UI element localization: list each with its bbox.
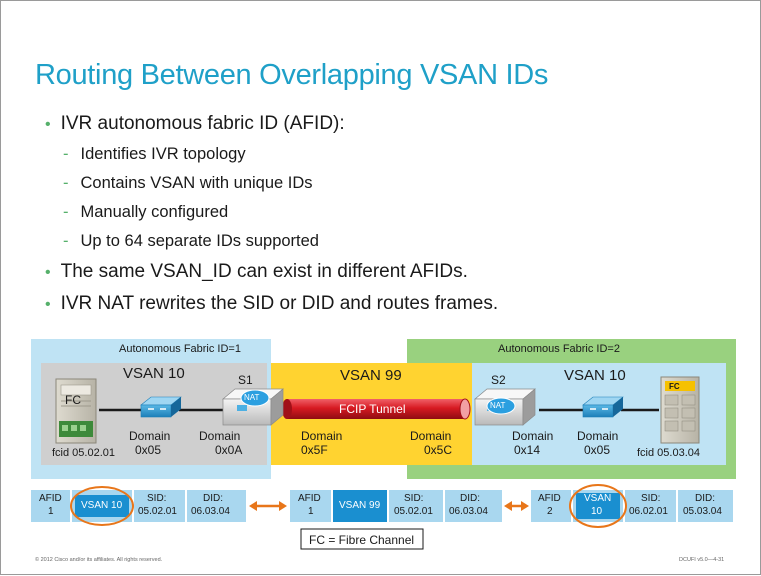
domain-label: Domain [301,429,343,443]
bullet-dot-icon: • [45,296,51,313]
frame-afid-label: AFID [298,493,321,504]
sub-bullet-item: -Manually configured [63,203,228,222]
fc-label-left: FC [65,393,81,407]
afid1-label: Autonomous Fabric ID=1 [119,343,241,355]
frame-did: 05.03.04 [683,506,722,517]
dash-icon: - [63,203,69,221]
frame-did-label: DID: [695,493,715,504]
domain-id: 0x5F [301,443,328,457]
sub-bullet-item: -Contains VSAN with unique IDs [63,174,313,193]
nat-label-s2: NAT [490,401,506,410]
switch-s1-label: S1 [238,373,253,387]
frame-afid-label: AFID [538,493,561,504]
frame-sid-label: SID: [641,493,661,504]
bullet-item: • IVR NAT rewrites the SID or DID and rou… [45,293,498,315]
fc-switch-right-icon [582,396,624,418]
vsan-left-label: VSAN 10 [123,365,185,382]
sub-bullet-text: Contains VSAN with unique IDs [80,174,313,192]
domain-id: 0x0A [215,443,243,457]
domain-label: Domain [199,429,241,443]
domain-id: 0x5C [424,443,453,457]
domain-id: 0x05 [584,443,611,457]
frame-did: 06.03.04 [449,506,488,517]
domain-id: 0x14 [514,443,541,457]
sub-bullet-item: -Up to 64 separate IDs supported [63,232,319,251]
fcid-right: fcid 05.03.04 [637,447,700,459]
afid2-label: Autonomous Fabric ID=2 [498,343,620,355]
copyright-footer: © 2012 Cisco and/or its affiliates. All … [35,557,163,563]
bullet-item: • IVR autonomous fabric ID (AFID): [45,113,345,135]
frame-vsan: VSAN 10 [81,500,123,511]
domain-label: Domain [577,429,619,443]
frame-did-label: DID: [203,493,223,504]
domain-label: Domain [129,429,171,443]
dash-icon: - [63,174,69,192]
frame-vsan-id: 10 [591,506,603,517]
storage-right-icon [660,376,700,444]
frame-vsan: VSAN [584,493,612,504]
bullet-item: • The same VSAN_ID can exist in different… [45,261,468,283]
vsan-mid-label: VSAN 99 [340,367,402,384]
dash-icon: - [63,232,69,250]
sub-bullet-item: -Identifies IVR topology [63,145,246,164]
frame-vsan: VSAN 99 [339,500,381,511]
fc-switch-left-icon [140,396,182,418]
domain-id: 0x05 [135,443,162,457]
slide-number-footer: DCUFI v5.0—4-31 [679,557,725,563]
vsan-right-label: VSAN 10 [564,367,626,384]
frame-afid-value: 2 [547,506,553,517]
frame-sid: 05.02.01 [138,506,177,517]
frame-did: 06.03.04 [191,506,230,517]
nat-label-s1: NAT [244,393,260,402]
arrow-left-icon [249,501,287,511]
frame-sid-label: SID: [147,493,167,504]
frame-did-label: DID: [460,493,480,504]
server-left-icon [55,378,97,444]
legend-text: FC = Fibre Channel [309,533,415,547]
frame-sid-label: SID: [404,493,424,504]
domain-label: Domain [410,429,452,443]
dash-icon: - [63,145,69,163]
bullet-text: The same VSAN_ID can exist in different … [60,261,468,282]
arrow-right-icon [504,501,529,511]
slide-title: Routing Between Overlapping VSAN IDs [35,59,549,91]
frame-afid-label: AFID [39,493,62,504]
fcid-left: fcid 05.02.01 [52,447,115,459]
switch-s2-label: S2 [491,373,506,387]
frame-sid: 05.02.01 [394,506,433,517]
sub-bullet-text: Identifies IVR topology [80,145,246,163]
frame-sid: 06.02.01 [629,506,668,517]
fc-label-right: FC [669,382,680,391]
sub-bullet-text: Manually configured [80,203,229,221]
fcip-tunnel-label: FCIP Tunnel [339,402,406,416]
frame-afid-value: 1 [48,506,54,517]
bullet-text: IVR NAT rewrites the SID or DID and rout… [60,293,499,314]
bullet-text: IVR autonomous fabric ID (AFID): [60,113,345,134]
frame-afid-value: 1 [308,506,314,517]
bullet-dot-icon: • [45,264,51,281]
sub-bullet-text: Up to 64 separate IDs supported [80,232,319,250]
bullet-dot-icon: • [45,116,51,133]
domain-label: Domain [512,429,554,443]
